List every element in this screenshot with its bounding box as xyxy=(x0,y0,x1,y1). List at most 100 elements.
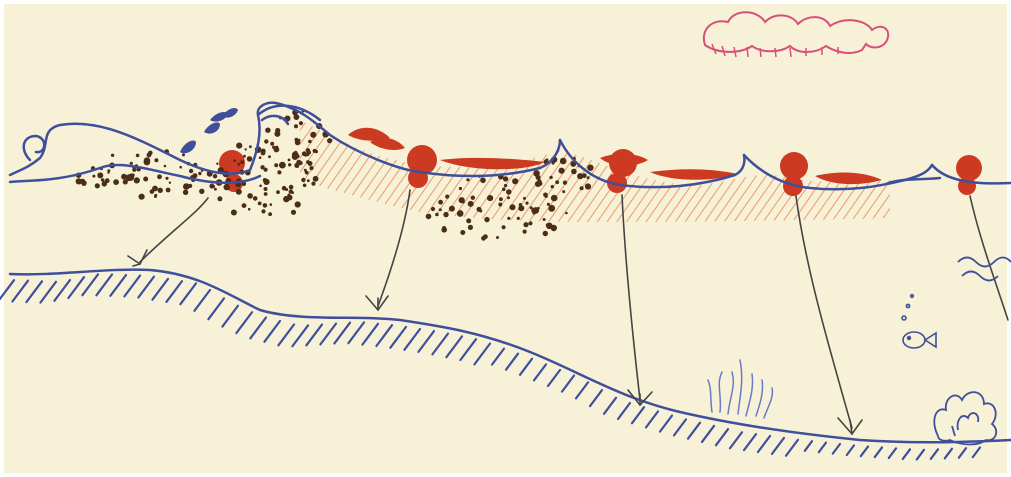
sediment-dot xyxy=(283,196,289,202)
sediment-dot xyxy=(449,206,455,212)
sediment-dot xyxy=(302,151,307,156)
sediment-dot xyxy=(166,188,171,193)
sediment-dot xyxy=(264,187,268,191)
sediment-dot xyxy=(487,195,493,201)
sediment-dot xyxy=(198,172,201,175)
sediment-dot xyxy=(439,208,442,211)
sediment-dot xyxy=(523,222,528,227)
sediment-dot xyxy=(259,156,262,159)
sediment-dot xyxy=(502,188,506,192)
sediment-dot xyxy=(111,154,114,157)
sediment-dot xyxy=(236,143,242,149)
sediment-dot xyxy=(128,174,135,181)
sediment-dot xyxy=(504,184,507,187)
sediment-dot xyxy=(506,189,511,194)
sediment-dot xyxy=(499,197,503,201)
sediment-dot xyxy=(291,191,294,194)
sediment-dot xyxy=(431,207,435,211)
sediment-dot xyxy=(183,190,188,195)
sediment-dot xyxy=(247,193,253,199)
sediment-dot xyxy=(132,168,136,172)
sediment-dot xyxy=(81,180,87,186)
sediment-dot xyxy=(259,185,262,188)
sediment-dot xyxy=(169,182,171,184)
sediment-dot xyxy=(231,210,237,216)
sediment-dot xyxy=(289,185,294,190)
sediment-dot xyxy=(276,190,280,194)
sediment-dot xyxy=(471,196,475,200)
sediment-dot xyxy=(214,188,217,191)
sediment-dot xyxy=(523,230,527,234)
sediment-dot xyxy=(543,231,548,236)
sediment-dot xyxy=(480,178,486,184)
sediment-dot xyxy=(245,148,247,150)
sediment-dot xyxy=(466,218,471,223)
sediment-dot xyxy=(313,176,319,182)
sediment-dot xyxy=(188,184,192,188)
sediment-dot xyxy=(264,192,268,196)
sediment-dot xyxy=(76,178,82,184)
sediment-dot xyxy=(551,185,554,188)
sediment-dot xyxy=(261,149,266,154)
sediment-dot xyxy=(503,176,508,181)
sediment-dot xyxy=(247,156,253,162)
sediment-dot xyxy=(517,217,520,220)
sediment-dot xyxy=(217,196,222,201)
sediment-dot xyxy=(309,166,313,170)
sediment-dot xyxy=(240,160,244,164)
sediment-dot xyxy=(270,203,273,206)
sediment-dot xyxy=(279,162,286,169)
sediment-dot xyxy=(435,213,439,217)
sediment-dot xyxy=(102,181,107,186)
sediment-dot xyxy=(580,186,584,190)
sediment-dot xyxy=(510,204,516,210)
sediment-dot xyxy=(587,176,590,179)
sediment-dot xyxy=(121,174,127,180)
sediment-dot xyxy=(249,145,252,148)
sediment-dot xyxy=(233,159,236,162)
sediment-dot xyxy=(92,175,95,178)
sediment-dot xyxy=(164,165,167,168)
sediment-dot xyxy=(532,211,536,215)
sediment-dot xyxy=(311,182,315,186)
sediment-dot xyxy=(299,121,303,125)
sediment-dot xyxy=(468,225,473,230)
sediment-dot xyxy=(468,201,474,207)
sediment-dot xyxy=(224,184,230,190)
sediment-dot xyxy=(189,169,193,173)
sediment-dot xyxy=(462,201,465,204)
sediment-dot xyxy=(294,124,298,128)
sediment-dot xyxy=(263,203,268,208)
sediment-dot xyxy=(549,176,552,179)
sediment-dot xyxy=(113,179,119,185)
sediment-dot xyxy=(445,195,449,199)
sediment-dot xyxy=(303,184,307,188)
sediment-dot xyxy=(154,195,157,198)
sediment-dot xyxy=(130,162,133,165)
sediment-dot xyxy=(537,181,542,186)
sediment-dot xyxy=(157,174,162,179)
sediment-dot xyxy=(459,210,462,213)
sediment-dot xyxy=(304,169,307,172)
sediment-dot xyxy=(295,138,299,142)
sediment-dot xyxy=(307,179,310,182)
sediment-dot xyxy=(571,169,577,175)
sediment-dot xyxy=(274,163,278,167)
sediment-dot xyxy=(192,173,197,178)
sediment-dot xyxy=(426,214,432,220)
sediment-dot xyxy=(268,212,272,216)
sediment-dot xyxy=(327,138,332,143)
sediment-dot xyxy=(484,217,489,222)
sediment-dot xyxy=(587,165,593,171)
sediment-dot xyxy=(530,206,533,209)
sediment-dot xyxy=(502,225,506,229)
sediment-dot xyxy=(298,139,301,142)
sediment-dot xyxy=(216,163,218,165)
sediment-dot xyxy=(152,186,158,192)
sediment-dot xyxy=(442,226,446,230)
sediment-dot xyxy=(270,142,274,146)
sediment-dot xyxy=(443,212,448,217)
sediment-dot xyxy=(565,212,568,215)
sediment-dot xyxy=(236,189,242,195)
